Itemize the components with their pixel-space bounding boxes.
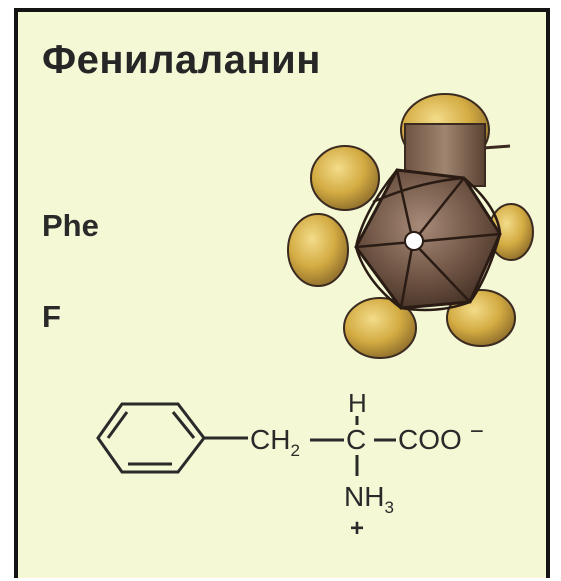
amine-charge: + [350, 515, 364, 542]
carboxylate-charge: − [470, 418, 484, 445]
amine-subscript: 3 [384, 498, 393, 517]
hydrogen-atom-lower-left [343, 297, 417, 359]
hydrogen-atom-upper-left [310, 145, 380, 211]
benzene-ring [96, 402, 206, 474]
hydrogen-label: H [348, 388, 367, 418]
ring-center [404, 231, 424, 251]
alpha-carbon: C [346, 424, 366, 455]
structural-formula: CH2 C H COO− NH3 + [96, 388, 484, 542]
carboxylate-label: COO [398, 424, 462, 455]
one-letter-code: F [42, 299, 61, 334]
amino-acid-name: Фенилаланин [42, 38, 321, 82]
amine-group: NH3 [344, 481, 394, 517]
ch2-subscript: 2 [290, 441, 299, 460]
three-letter-code: Phe [42, 208, 99, 243]
ch2-label: CH [250, 424, 290, 455]
ch2-group: CH2 [250, 424, 300, 460]
amine-label: NH [344, 481, 384, 512]
carboxylate-group: COO− [398, 418, 484, 455]
benzene-double-bonds [106, 411, 196, 466]
space-filling-model [287, 93, 534, 359]
amino-acid-card: Фенилаланин Phe F [14, 8, 550, 578]
bond-stub [482, 144, 511, 150]
hydrogen-atom-left [287, 213, 349, 287]
